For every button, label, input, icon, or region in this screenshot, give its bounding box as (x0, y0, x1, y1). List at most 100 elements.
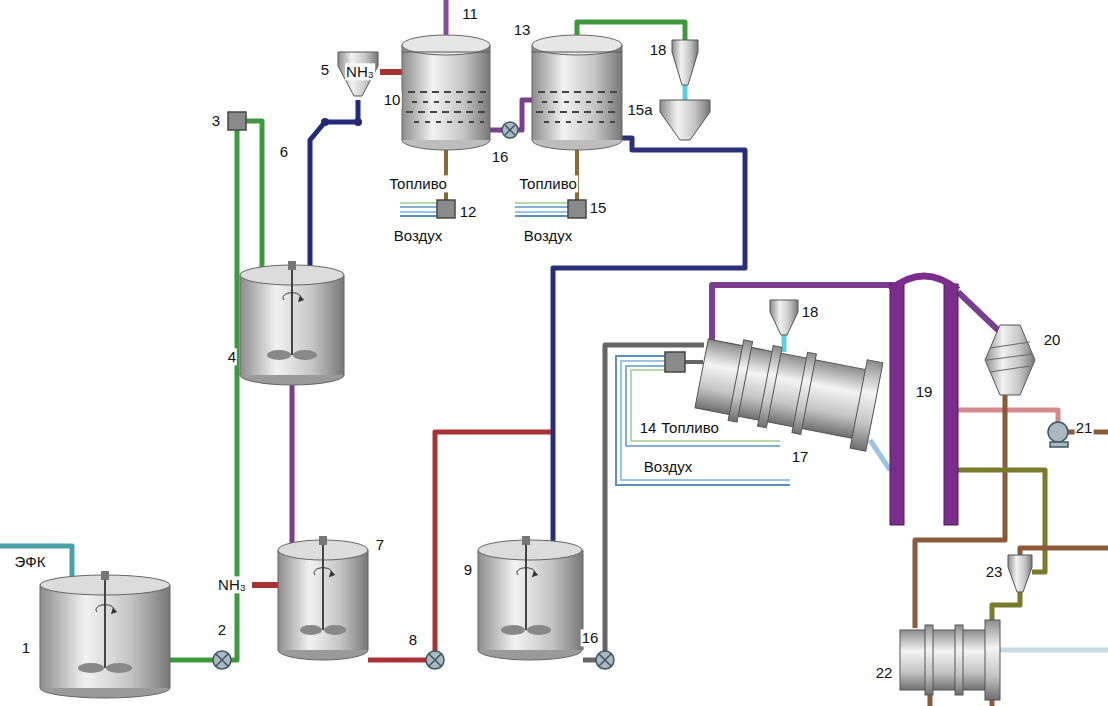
utility-line (400, 211, 437, 213)
reactor-vessel (402, 45, 490, 140)
ammoniation-tank (319, 536, 327, 545)
pipe-line (518, 100, 532, 130)
reactor-vessel (402, 35, 490, 150)
reactor-vessel (538, 91, 618, 93)
mixing-tank (478, 550, 583, 650)
utility-line (515, 202, 568, 204)
utility-line (515, 206, 568, 208)
callout-number: 1 (21, 639, 31, 656)
pipe-line (583, 658, 596, 663)
reactor-vessel (402, 52, 490, 53)
burner-box (228, 112, 685, 372)
callout-number: 11 (461, 5, 479, 22)
pump-symbol (599, 654, 611, 666)
mixing-tank (478, 536, 583, 660)
fan (1048, 422, 1068, 447)
drum-cooler (955, 625, 963, 695)
drum-cooler (925, 625, 933, 695)
mixing-tank (344, 275, 345, 375)
ammoniation-tank (278, 536, 368, 660)
reactor-vessel (532, 45, 622, 140)
mixing-tank (240, 261, 344, 385)
reactor-vessel (536, 92, 618, 122)
pipe-line (683, 85, 688, 100)
mixing-tank (267, 350, 291, 360)
mixing-tank (240, 275, 241, 375)
callout-number: 17 (791, 448, 810, 465)
reactor-vessel (402, 35, 490, 55)
mixing-tank (101, 571, 109, 580)
bucket-elevator (944, 284, 958, 525)
mixing-tank (527, 625, 551, 635)
utility-line (400, 215, 437, 217)
callout-number: 2 (217, 621, 227, 638)
mixing-tank (283, 293, 301, 300)
utility-line (400, 206, 437, 208)
ammoniation-tank (368, 550, 369, 650)
mixing-tank (170, 585, 171, 688)
callout-number: 6 (279, 143, 289, 160)
callout-number: 9 (463, 561, 473, 578)
hopper (338, 52, 378, 96)
mixing-tank (293, 350, 317, 360)
pipe-line (782, 335, 787, 352)
mixing-tank (40, 571, 170, 698)
ammoniation-tank (278, 550, 279, 650)
ammoniation-tank (324, 625, 346, 635)
bucket-elevator (890, 284, 904, 525)
pump-symbol (213, 651, 231, 669)
pump-symbol (505, 125, 515, 135)
pipe-line (1000, 648, 1108, 653)
rotary-kiln (728, 340, 752, 422)
mixing-tank (288, 261, 296, 270)
stream-label: NH₃ (217, 576, 247, 593)
pump-symbol (596, 651, 614, 669)
callout-number: 16 (581, 629, 600, 646)
bucket-elevator (890, 276, 958, 290)
stream-label: Воздух (643, 458, 693, 475)
stream-label: Воздух (523, 227, 573, 244)
rotary-kiln (695, 339, 880, 441)
callout-number: 16 (491, 148, 510, 165)
reactor-vessel (532, 45, 533, 140)
ammoniation-tank (322, 545, 324, 630)
burner-box (665, 352, 685, 372)
callout-number: 15 (589, 199, 608, 216)
mixing-tank (478, 550, 479, 650)
callout-number: 7 (375, 536, 385, 553)
stream-label: Воздух (393, 227, 443, 244)
pipe-line (712, 285, 897, 340)
callout-number: 18 (649, 41, 668, 58)
rotary-kiln (850, 360, 883, 451)
pipe-line (368, 658, 426, 663)
pipe-line (915, 395, 1005, 628)
mixing-tank (517, 568, 535, 575)
pump-symbol (429, 654, 441, 666)
pipe-line (683, 140, 688, 178)
conveyor-pulley (321, 118, 329, 126)
callout-number: 15а (626, 101, 653, 118)
stream-label: ЭФК (14, 553, 47, 570)
callout-number: 13 (513, 21, 532, 38)
utility-line (515, 211, 568, 213)
callout-number: 22 (875, 664, 894, 681)
callout-number: 20 (1043, 331, 1062, 348)
pipe-line (870, 440, 890, 470)
mixing-tank (104, 580, 106, 668)
mixing-tank (501, 625, 525, 635)
screen (985, 325, 1035, 395)
pipe-line (1020, 548, 1108, 555)
reactor-vessel (406, 111, 486, 113)
pipe-line (252, 582, 278, 588)
stream-label: Топливо (518, 175, 578, 192)
fan (1050, 442, 1068, 447)
reactor-vessel (532, 35, 622, 55)
callout-number: 19 (915, 383, 934, 400)
burner-box (568, 200, 586, 218)
pump-symbol (502, 122, 518, 138)
stream-label: NH₃ (345, 63, 375, 80)
cyclone (672, 40, 698, 85)
pipe-line (958, 292, 1000, 332)
